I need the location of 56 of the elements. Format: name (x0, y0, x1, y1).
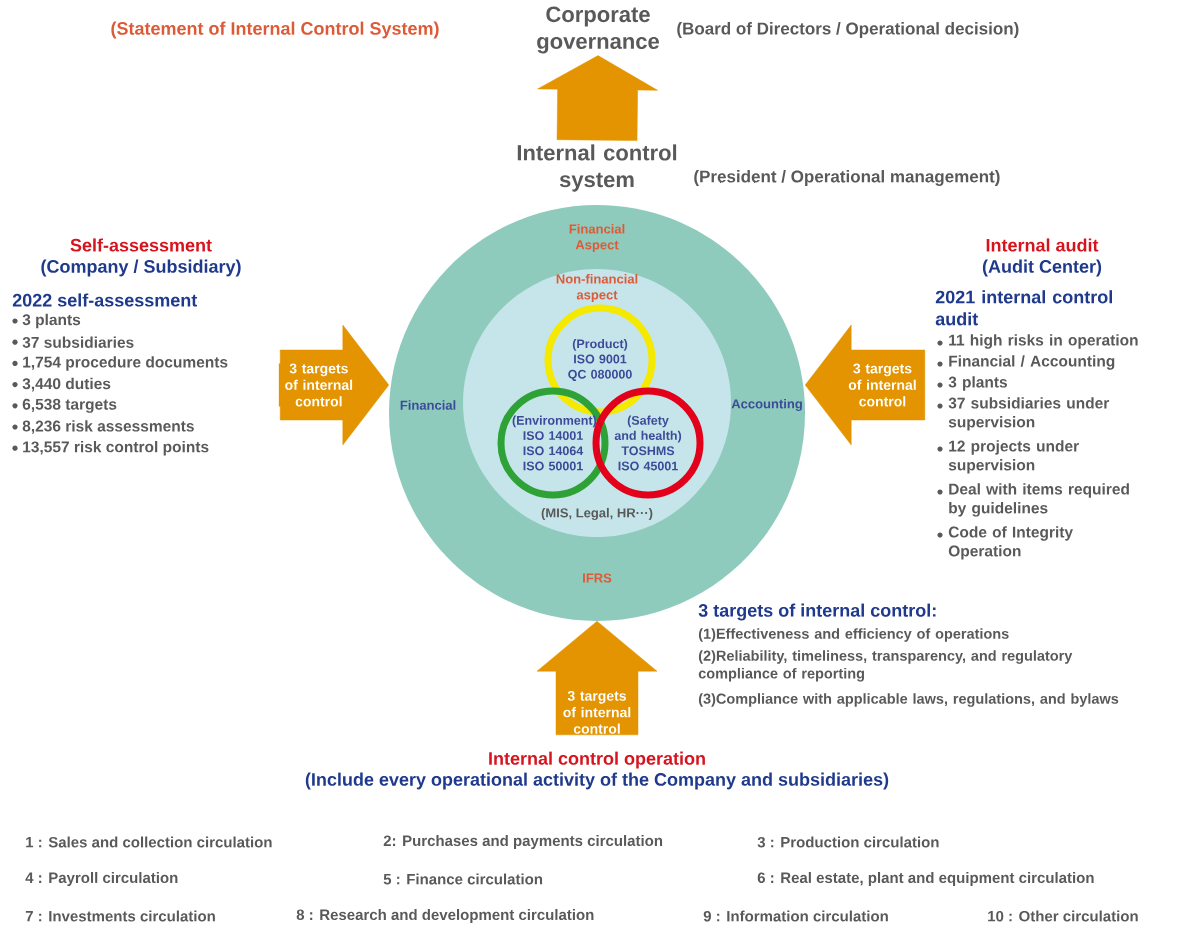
circulation-item: 3 : Production circulation (757, 836, 939, 848)
circulation-item: 4 : Payroll circulation (25, 872, 178, 886)
section-subheading: (Company / Subsidiary) (41, 259, 241, 277)
heading-text: Internal control system (517, 144, 677, 192)
list-item: 8,236 risk assessments (12, 420, 194, 434)
circle-label: (MIS, Legal, HR···) (541, 507, 653, 521)
list-item: 6,538 targets (12, 398, 117, 413)
circulation-item: 8 : Research and development circulation (296, 909, 594, 923)
circle-label: (Safety and health) TOSHMS ISO 45001 (614, 415, 682, 471)
circulation-item: 2: Purchases and payments circulation (383, 835, 663, 849)
side-note: (Board of Directors / Operational decision) (677, 22, 1019, 38)
list-item: Code of Integrity Operation (937, 526, 1073, 560)
list-item: Deal with items required by guidelines (937, 483, 1129, 517)
list-heading: 2022 self-assessment (12, 293, 198, 307)
ring-circle (544, 304, 656, 416)
ring-label: Accounting (731, 398, 802, 412)
list-item: 1,754 procedure documents (12, 356, 228, 371)
ring-circle (497, 387, 609, 499)
ring-label: Financial (400, 400, 456, 410)
edge-label: 3 targets of internal control (842, 363, 923, 407)
circulation-item: 1 : Sales and collection circulation (26, 836, 272, 848)
section-heading: Internal control operation (489, 751, 705, 769)
circulation-item: 7 : Investments circulation (25, 910, 215, 922)
heading-text: Corporate governance (537, 6, 659, 54)
section-heading: Internal audit (986, 238, 1099, 252)
list-item: 13,557 risk control points (12, 441, 209, 456)
list-item: 12 projects under supervision (937, 440, 1079, 474)
block-arrow (537, 55, 658, 141)
circulation-item: 10 : Other circulation (988, 910, 1138, 922)
circulation-item: 9 : Information circulation (703, 910, 888, 922)
circle-label: (Product) ISO 9001 QC 080000 (568, 339, 632, 381)
list-item: 3 plants (12, 313, 81, 329)
title: (Statement of Internal Control System) (111, 21, 439, 39)
ring-label: Financial Aspect (569, 224, 625, 252)
circulation-item: 6 : Real estate, plant and equipment circulation (757, 872, 1094, 886)
circle-label: Non-financial aspect (556, 274, 638, 302)
list-item: 3,440 duties (12, 377, 111, 392)
section-subheading: (Audit Center) (982, 259, 1102, 277)
section-subheading: (Include every operational activity of the Company and subsidiaries) (305, 772, 889, 790)
target-item: (3)Compliance with applicable laws, regulations, and bylaws (698, 693, 1119, 707)
list-item: 3 plants (937, 376, 1007, 391)
ring-label: IFRS (583, 573, 612, 583)
list-heading: 2021 internal control audit (935, 290, 1112, 326)
list-heading: 3 targets of internal control: (698, 603, 936, 621)
list-item: 11 high risks in operation (937, 334, 1138, 349)
circle-label: (Environment) ISO 14001 ISO 14064 ISO 50001 (512, 415, 597, 471)
target-item: (2)Reliability, timeliness, transparency, and regulatory compliance of reporting (698, 650, 1073, 682)
side-note: (President / Operational management) (694, 170, 1000, 186)
list-item: 37 subsidiaries (12, 336, 134, 348)
circulation-item: 5 : Finance circulation (383, 873, 543, 885)
edge-label: 3 targets of internal control (557, 690, 637, 734)
edge-label: 3 targets of internal control (278, 363, 359, 407)
section-heading: Self-assessment (70, 238, 212, 252)
list-item: 37 subsidiaries under supervision (937, 397, 1110, 431)
target-item: (1)Effectiveness and efficiency of operations (698, 628, 1009, 642)
list-item: Financial / Accounting (937, 355, 1115, 370)
